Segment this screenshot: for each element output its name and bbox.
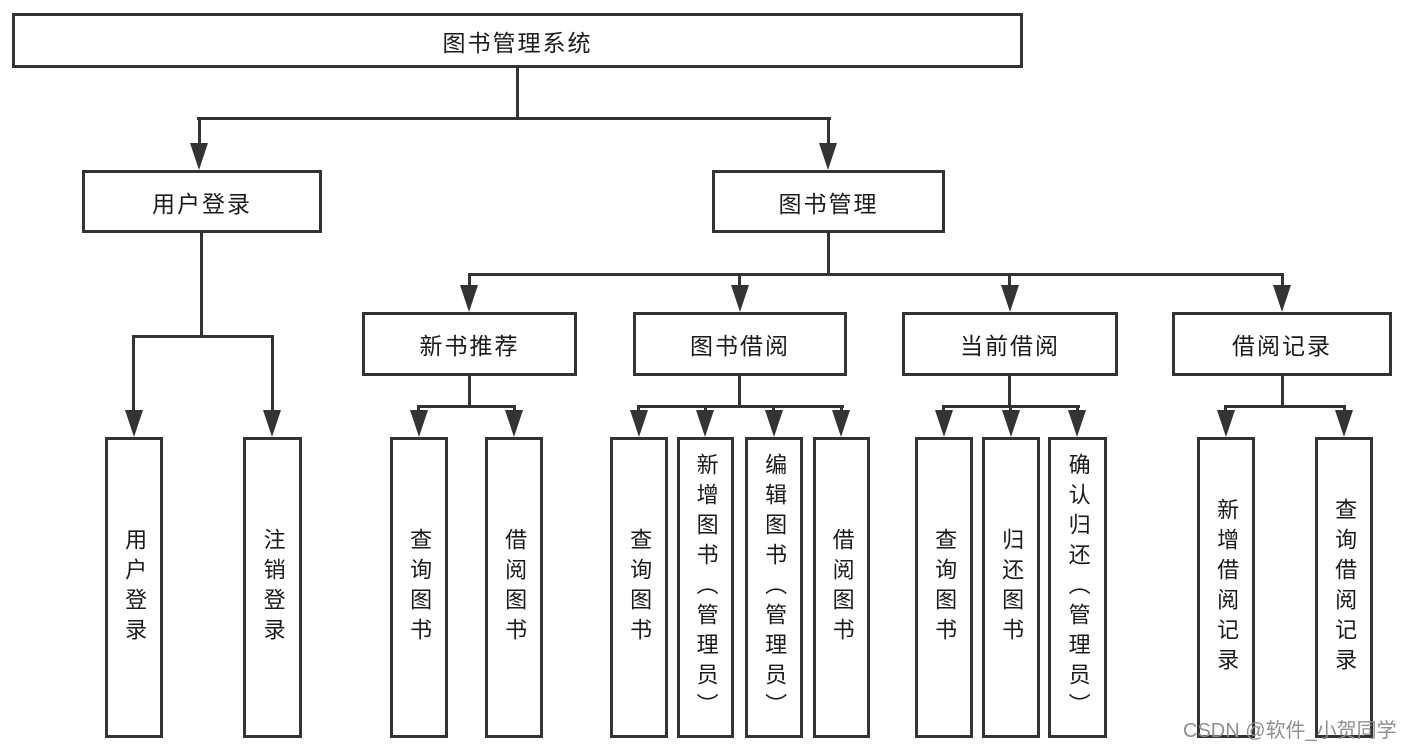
node-user-login-label: 用户登录: [152, 190, 252, 217]
leaf-query-book-2-label: 查询图书: [627, 527, 653, 648]
connector-line: [468, 273, 1284, 276]
leaf-borrow-book-1-label: 借阅图书: [502, 527, 528, 648]
node-book-management-label: 图书管理: [778, 190, 879, 217]
arrow-down-icon: [263, 410, 281, 437]
connector-line: [197, 117, 831, 120]
connector-line: [198, 117, 201, 144]
leaf-user-login: 用户登录: [105, 437, 163, 738]
arrow-down-icon: [832, 410, 850, 437]
connector-line: [133, 335, 274, 338]
connector-line: [1009, 405, 1012, 413]
leaf-confirm-return-admin: 确认归还（管理员）: [1048, 437, 1107, 738]
connector-line: [1076, 405, 1079, 413]
connector-line: [827, 233, 830, 276]
node-root-label: 图书管理系统: [442, 29, 593, 56]
connector-line: [738, 376, 741, 408]
arrow-down-icon: [1001, 285, 1019, 312]
leaf-query-book-3: 查询图书: [915, 437, 973, 738]
connector-line: [271, 335, 274, 411]
connector-line: [942, 405, 945, 413]
leaf-logout-label: 注销登录: [260, 527, 286, 648]
arrow-down-icon: [505, 410, 523, 437]
leaf-query-borrow-record-label: 查询借阅记录: [1332, 497, 1358, 678]
arrow-down-icon: [460, 285, 478, 312]
node-new-book-recommend-label: 新书推荐: [419, 333, 520, 359]
leaf-confirm-return-admin-label: 确认归还（管理员）: [1065, 452, 1091, 723]
leaf-logout: 注销登录: [243, 437, 302, 738]
connector-line: [513, 405, 516, 413]
connector-line: [1281, 273, 1284, 287]
leaf-add-borrow-record: 新增借阅记录: [1197, 437, 1255, 738]
connector-line: [638, 405, 844, 408]
arrow-down-icon: [630, 410, 648, 437]
leaf-borrow-book-2: 借阅图书: [813, 437, 870, 738]
leaf-query-borrow-record: 查询借阅记录: [1315, 437, 1373, 738]
connector-line: [468, 376, 471, 408]
leaf-query-book-1: 查询图书: [390, 437, 448, 738]
node-book-borrow-label: 图书借阅: [690, 333, 790, 359]
node-new-book-recommend: 新书推荐: [362, 312, 577, 376]
arrow-down-icon: [410, 410, 428, 437]
node-borrow-records: 借阅记录: [1172, 312, 1392, 376]
connector-line: [418, 405, 516, 408]
leaf-return-book: 归还图书: [982, 437, 1040, 738]
node-current-borrow: 当前借阅: [902, 312, 1118, 376]
arrow-down-icon: [1335, 410, 1353, 437]
leaf-query-book-3-label: 查询图书: [932, 527, 958, 648]
connector-line: [468, 273, 471, 287]
leaf-query-book-1-label: 查询图书: [407, 527, 433, 648]
arrow-down-icon: [125, 410, 143, 437]
connector-line: [132, 335, 135, 411]
arrow-down-icon: [819, 143, 837, 170]
node-root: 图书管理系统: [12, 13, 1023, 68]
leaf-add-book-admin-label: 新增图书（管理员）: [693, 452, 719, 723]
node-book-borrow: 图书借阅: [633, 312, 847, 376]
leaf-edit-book-admin-label: 编辑图书（管理员）: [762, 452, 788, 723]
arrow-down-icon: [1217, 410, 1235, 437]
arrow-down-icon: [190, 143, 208, 170]
leaf-user-login-label: 用户登录: [122, 527, 148, 648]
connector-line: [1281, 376, 1284, 408]
leaf-edit-book-admin: 编辑图书（管理员）: [745, 437, 803, 738]
connector-line: [704, 405, 707, 413]
leaf-borrow-book-1: 借阅图书: [485, 437, 543, 738]
arrow-down-icon: [731, 285, 749, 312]
connector-line: [827, 117, 830, 144]
connector-line: [772, 405, 775, 413]
connector-line: [637, 405, 640, 413]
arrow-down-icon: [696, 410, 714, 437]
leaf-return-book-label: 归还图书: [999, 527, 1025, 648]
node-borrow-records-label: 借阅记录: [1232, 333, 1332, 359]
connector-line: [1343, 405, 1346, 413]
arrow-down-icon: [1273, 285, 1291, 312]
connector-line: [1008, 273, 1011, 287]
connector-line: [417, 405, 420, 413]
connector-line: [516, 68, 519, 118]
leaf-borrow-book-2-label: 借阅图书: [829, 527, 855, 648]
node-book-management: 图书管理: [712, 170, 945, 233]
connector-line: [1008, 376, 1011, 408]
csdn-watermark: CSDN @软件_小贺同学: [1183, 720, 1397, 742]
leaf-add-borrow-record-label: 新增借阅记录: [1214, 497, 1240, 678]
connector-line: [738, 273, 741, 287]
arrow-down-icon: [1068, 410, 1086, 437]
connector-line: [1224, 405, 1346, 408]
arrow-down-icon: [935, 410, 953, 437]
leaf-add-book-admin: 新增图书（管理员）: [677, 437, 734, 738]
arrow-down-icon: [765, 410, 783, 437]
connector-line: [200, 233, 203, 338]
node-current-borrow-label: 当前借阅: [960, 333, 1060, 359]
connector-line: [1224, 405, 1227, 413]
arrow-down-icon: [1002, 410, 1020, 437]
node-user-login: 用户登录: [82, 170, 322, 233]
leaf-query-book-2: 查询图书: [610, 437, 668, 738]
connector-line: [840, 405, 843, 413]
